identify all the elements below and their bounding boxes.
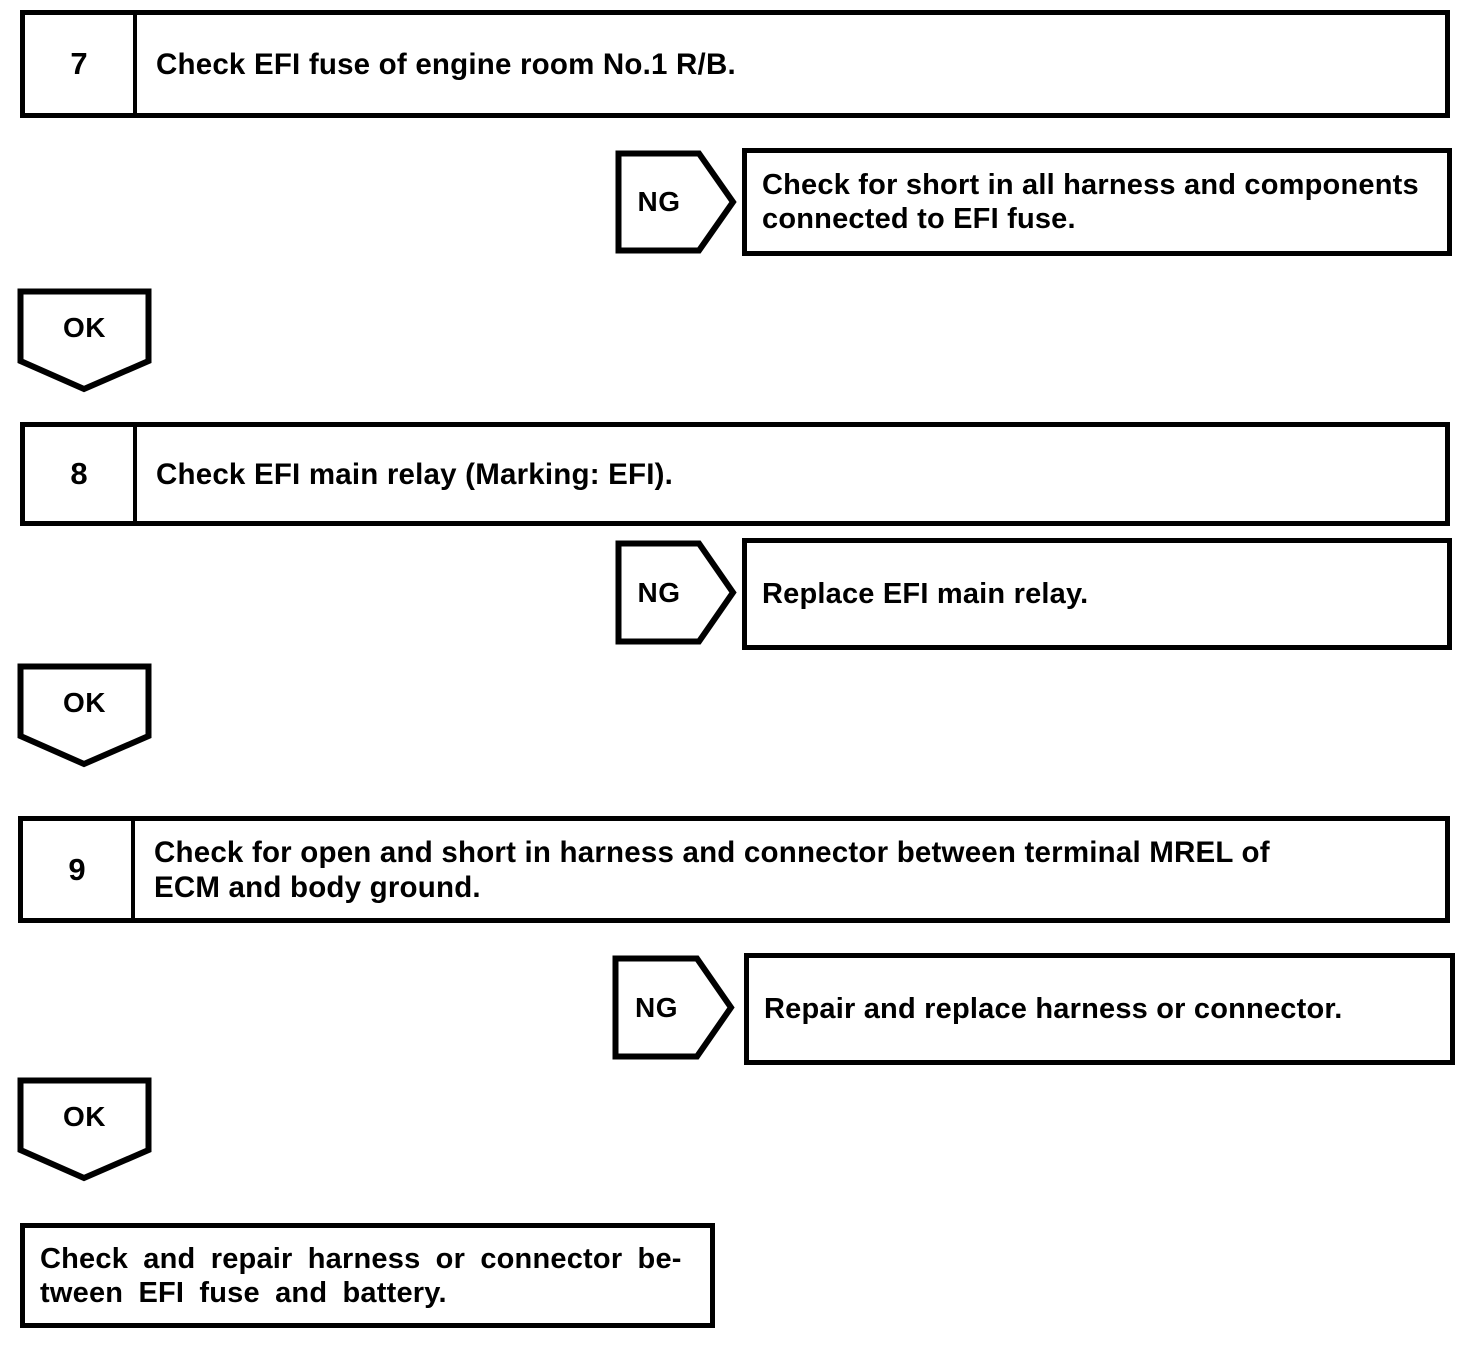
- ng-label: NG: [637, 186, 681, 217]
- ng-label: NG: [637, 576, 681, 608]
- ng-arrow-icon: NG: [615, 150, 737, 254]
- step-7-box: 7 Check EFI fuse of engine room No.1 R/B…: [20, 10, 1450, 118]
- step-9-box: 9 Check for open and short in harness an…: [18, 816, 1450, 923]
- step-8-number: 8: [25, 427, 137, 521]
- step-7-number: 7: [25, 15, 137, 113]
- ok-arrow-icon: OK: [17, 1077, 152, 1182]
- final-result-box: Check and repair harness or connector be…: [20, 1223, 715, 1328]
- ok-arrow-icon: OK: [17, 663, 152, 768]
- ng-label: NG: [635, 991, 678, 1023]
- ok-arrow-icon: OK: [17, 288, 152, 393]
- step-9-title: Check for open and short in harness and …: [154, 835, 1270, 904]
- ok-label: OK: [63, 1101, 106, 1132]
- ng-result-box-7: Check for short in all harness and compo…: [742, 148, 1452, 256]
- ng-result-box-9: Repair and replace harness or connector.: [744, 953, 1455, 1065]
- step-7-title: Check EFI fuse of engine room No.1 R/B.: [156, 47, 736, 81]
- ng-arrow-icon: NG: [612, 955, 735, 1060]
- step-9-number: 9: [23, 821, 135, 918]
- ng-arrow-icon: NG: [615, 540, 737, 645]
- step-8-box: 8 Check EFI main relay (Marking: EFI).: [20, 422, 1450, 526]
- ng-result-box-8: Replace EFI main relay.: [742, 538, 1452, 650]
- ok-label: OK: [63, 687, 106, 718]
- step-8-title: Check EFI main relay (Marking: EFI).: [156, 457, 674, 491]
- ok-label: OK: [63, 312, 106, 343]
